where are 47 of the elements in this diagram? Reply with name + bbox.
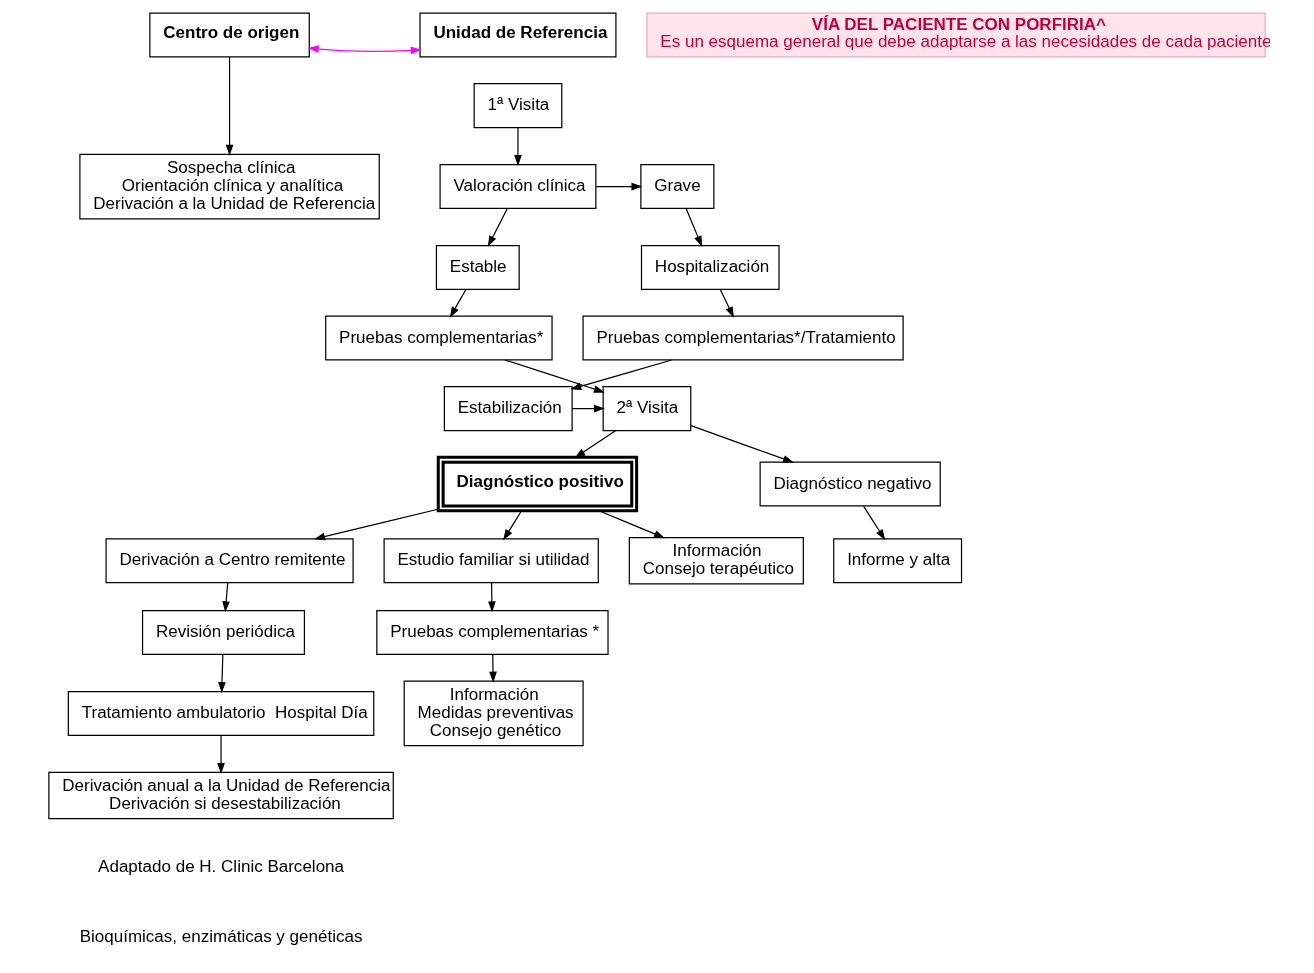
label: Adaptado de H. Clinic Barcelona: [98, 856, 345, 876]
arrow: [217, 735, 225, 774]
arrow: [222, 582, 230, 613]
arrow: [690, 425, 794, 463]
arrow: [449, 288, 467, 318]
arrow: [504, 359, 605, 393]
node-box: Estabilización: [443, 386, 573, 432]
node-box: Estudio familiar si utilidad: [383, 538, 599, 584]
node-box: Centro de origen: [149, 12, 310, 58]
arrow: [487, 208, 508, 247]
arrow: [489, 654, 497, 683]
arrow: [598, 510, 665, 539]
node-box: Unidad de Referencia: [419, 12, 617, 58]
node-box: Pruebas complementarias *: [376, 610, 609, 656]
node-box: Información Medidas preventivas Consejo genético: [403, 680, 584, 747]
arrow: [488, 582, 496, 613]
node-box: 2ª Visita: [602, 386, 692, 432]
node-box: Derivación a Centro remitente: [105, 538, 354, 584]
node-box: Estable: [435, 244, 520, 290]
node-box: 1ª Visita: [473, 83, 563, 129]
node-box: Revisión periódica: [141, 610, 306, 656]
arrow: [719, 288, 734, 318]
arrow: [218, 654, 226, 693]
arrow: [503, 510, 522, 541]
arrow: [514, 127, 522, 167]
arrow: [314, 508, 439, 541]
node-box: Diagnóstico positivo: [436, 455, 639, 513]
node-box: Valoración clínica: [439, 164, 597, 210]
node-box: Sospecha clínica Orientación clínica y analítica Derivación a la Unidad de Referencia: [79, 153, 380, 220]
node-box: Pruebas complementarias*: [325, 315, 553, 361]
arrow: [225, 56, 234, 156]
arrow: [595, 182, 643, 191]
arrow: [685, 208, 703, 247]
node-box: Diagnóstico negativo: [759, 461, 941, 507]
node-box: Grave: [640, 164, 715, 210]
node-box: Pruebas complementarias*/Tratamiento: [582, 315, 904, 361]
arrow: [571, 404, 605, 413]
arrow: [863, 505, 886, 541]
arrow: [307, 45, 422, 55]
node-box: Tratamiento ambulatorio Hospital Día: [67, 690, 375, 736]
arrow: [574, 429, 617, 459]
label: Bioquímicas, enzimáticas y genéticas: [79, 927, 363, 947]
node-box: Derivación anual a la Unidad de Referencia Derivación si desestabilización: [48, 771, 394, 820]
node-box: Información Consejo terapéutico: [628, 537, 804, 585]
node-box: Hospitalización: [640, 244, 780, 290]
arrow: [570, 359, 673, 390]
node-box: Informe y alta: [833, 538, 963, 584]
